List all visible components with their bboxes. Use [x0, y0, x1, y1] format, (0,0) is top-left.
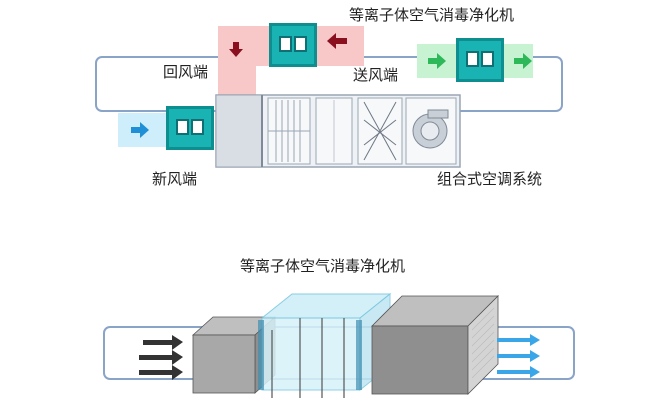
filter-section-icon: [357, 97, 403, 165]
ahu-unit-body: [215, 94, 461, 168]
purifier-label-top: 等离子体空气消毒净化机: [349, 6, 515, 24]
return-air-zone-vertical: [218, 26, 256, 95]
supply-air-label: 送风端: [353, 66, 399, 84]
arrow-right-icon: [428, 53, 446, 69]
purifier-label-bottom: 等离子体空气消毒净化机: [240, 257, 406, 275]
fresh-air-label: 新风端: [152, 170, 198, 188]
arrow-left-icon: [327, 33, 347, 49]
grey-duct-box-right: [371, 295, 499, 395]
purifier-unit-icon: [456, 38, 504, 82]
outlet-arrows-icon: [497, 334, 540, 378]
ahu-system-label: 组合式空调系统: [437, 170, 543, 188]
arrow-right-icon: [514, 53, 532, 69]
intake-arrows-icon: [139, 335, 183, 380]
return-air-label: 回风端: [163, 63, 209, 81]
filter-section-icon: [267, 97, 311, 165]
transparent-purifier-module-icon: [258, 292, 392, 398]
arrow-down-icon: [229, 42, 243, 57]
purifier-unit-icon: [166, 106, 214, 150]
centrifugal-fan-icon: [405, 97, 457, 165]
arrow-right-icon: [131, 122, 149, 138]
purifier-unit-icon: [269, 23, 317, 67]
